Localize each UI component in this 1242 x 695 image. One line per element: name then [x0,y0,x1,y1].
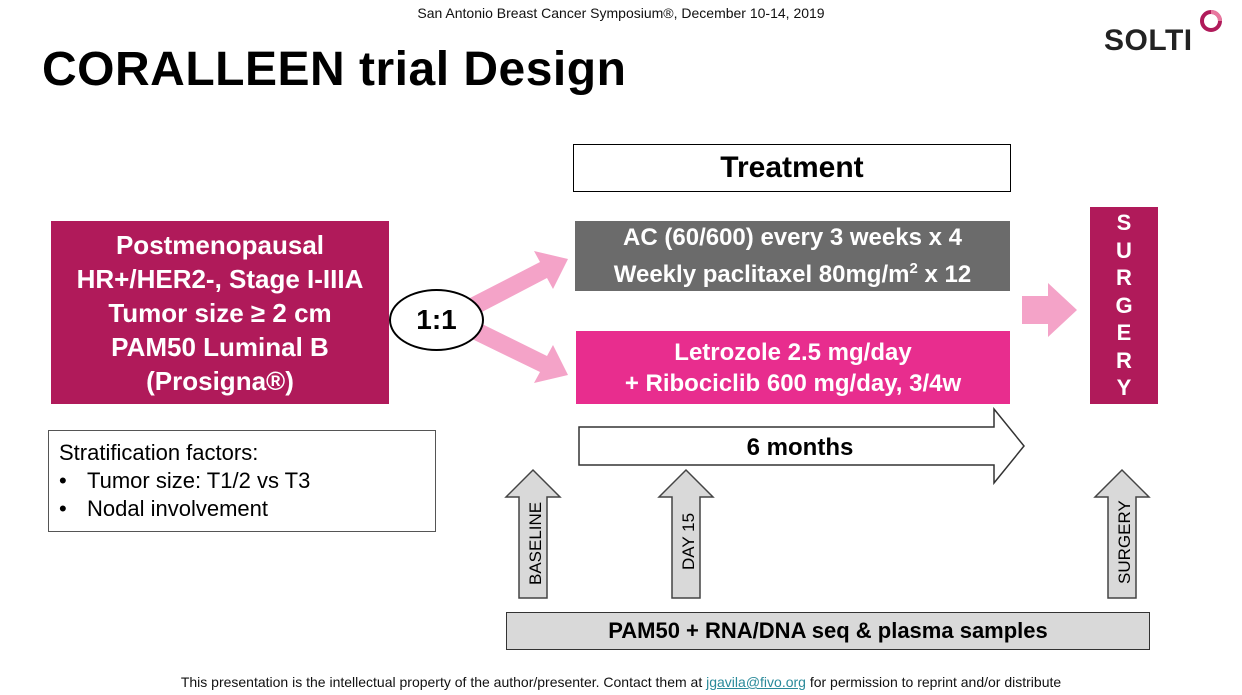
bullet: • [59,468,67,493]
stratification-factors-box: Stratification factors: • Tumor size: T1… [48,430,436,532]
surgery-box: S U R G E R Y [1090,207,1158,404]
ac-arm-line2: Weekly paclitaxel 80mg/m2 x 12 [613,260,972,288]
arrow-to-ac-arm [470,251,568,314]
stratification-heading: Stratification factors: [59,440,259,465]
timepoint-label-baseline: BASELINE [526,502,545,585]
surgery-letter: Y [1116,375,1132,401]
day15-timepoint-arrow [657,468,715,599]
footer-text-pre: This presentation is the intellectual pr… [180,674,707,690]
patient-line: HR+/HER2-, Stage I-IIIA [76,263,364,294]
solti-logo: SOLTI [1104,8,1224,58]
letrozole-ribociclib-arm-box: Letrozole 2.5 mg/day + Ribociclib 600 mg… [576,331,1010,404]
patient-line: PAM50 Luminal B [111,331,329,362]
ac-arm-line1: AC (60/600) every 3 weeks x 4 [623,224,962,251]
slide-title: CORALLEEN trial Design [42,43,627,96]
timepoint-label-day15: DAY 15 [679,513,698,570]
surgery-timepoint-arrow [1093,468,1151,599]
duration-label: 6 months [747,434,854,461]
patient-line: (Prosigna®) [146,365,294,396]
patient-population-box: Postmenopausal HR+/HER2-, Stage I-IIIA T… [51,221,389,404]
surgery-letter: S [1116,210,1132,236]
patient-line: Tumor size ≥ 2 cm [108,297,332,328]
samples-bar: PAM50 + RNA/DNA seq & plasma samples [506,612,1150,650]
arrow-to-surgery [1022,283,1077,337]
randomization-ratio: 1:1 [389,289,484,351]
arrow-to-letrozole-arm [470,322,568,383]
patient-line: Postmenopausal [115,229,325,260]
treatment-heading: Treatment [573,144,1011,192]
surgery-letter: E [1116,320,1132,346]
surgery-letter: G [1115,292,1133,318]
conference-header: San Antonio Breast Cancer Symposium®, De… [417,5,825,21]
surgery-letter: R [1116,347,1132,373]
logo-ring-icon [1200,10,1222,32]
stratification-item: • Nodal involvement [59,496,268,521]
logo-text: SOLTI [1104,24,1193,57]
surgery-letter: U [1116,237,1132,263]
footer-text-post: for permission to reprint and/or distrib… [805,674,1062,690]
chemotherapy-arm-box: AC (60/600) every 3 weeks x 4 Weekly pac… [575,221,1010,291]
footer-disclaimer: This presentation is the intellectual pr… [0,674,1242,690]
stratification-item: • Tumor size: T1/2 vs T3 [59,468,311,493]
bullet: • [59,496,67,521]
six-months-arrow [578,406,1025,486]
letrozole-arm-line1: Letrozole 2.5 mg/day [674,338,912,366]
contact-email-link[interactable]: jgavila@fivo.org [706,674,806,690]
baseline-timepoint-arrow [504,468,562,599]
letrozole-arm-line2: + Ribociclib 600 mg/day, 3/4w [624,369,962,397]
surgery-letter: R [1116,265,1132,291]
timepoint-label-surgery: SURGERY [1115,500,1134,584]
